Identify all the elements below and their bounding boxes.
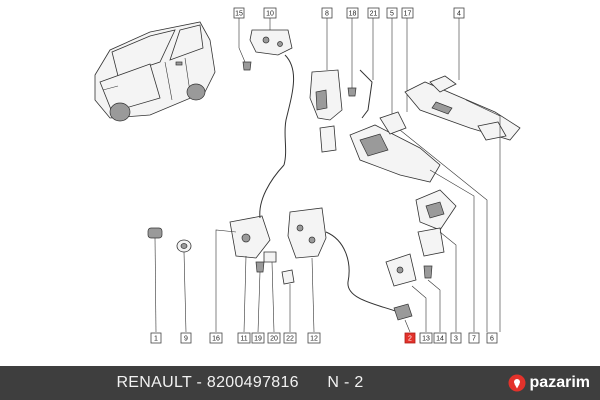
callout-20: 20 [267, 332, 281, 344]
svg-text:10: 10 [266, 11, 274, 18]
parts-diagram: 15 10 8 18 21 5 17 4 [94, 7, 521, 344]
callout-2-highlighted: 2 [404, 332, 416, 344]
watermark-text: pazarim [529, 374, 590, 391]
map-pin-icon [508, 374, 526, 392]
rod-end-part-2 [393, 303, 413, 321]
svg-text:7: 7 [472, 336, 476, 343]
callout-8: 8 [321, 7, 333, 19]
svg-text:6: 6 [490, 336, 494, 343]
striker-part-3 [417, 227, 445, 257]
svg-text:16: 16 [212, 336, 220, 343]
bracket-part-13 [385, 253, 417, 287]
svg-text:19: 19 [254, 336, 262, 343]
callout-21: 21 [367, 7, 380, 19]
sliding-lock-part [229, 215, 271, 259]
callout-7: 7 [468, 332, 480, 344]
svg-text:11: 11 [240, 336, 247, 343]
callout-15: 15 [233, 7, 245, 19]
inner-handle-part [349, 111, 441, 183]
part-caption: RENAULT - 8200497816 N - 2 [0, 366, 480, 400]
callout-10: 10 [263, 7, 277, 19]
callout-18: 18 [346, 7, 359, 19]
callout-17: 17 [401, 7, 414, 19]
handle-bezel-part-6 [415, 189, 457, 231]
part-number: 8200497816 [206, 374, 299, 391]
svg-text:15: 15 [235, 11, 243, 18]
callout-22: 22 [283, 332, 297, 344]
svg-text:9: 9 [184, 336, 188, 343]
bush-part-1 [147, 227, 163, 239]
grommet-part-9 [176, 239, 192, 253]
svg-text:17: 17 [404, 11, 412, 18]
callout-11: 11 [237, 332, 251, 344]
svg-text:12: 12 [310, 336, 318, 343]
small-clip-19 [255, 261, 265, 273]
svg-text:4: 4 [457, 11, 461, 18]
callout-6: 6 [486, 332, 498, 344]
svg-text:18: 18 [349, 11, 357, 18]
callout-4: 4 [453, 7, 465, 19]
callout-14: 14 [433, 332, 447, 344]
caption-separator: - [191, 374, 207, 391]
svg-text:8: 8 [325, 11, 329, 18]
svg-text:1: 1 [154, 336, 158, 343]
vehicle-illustration [94, 21, 216, 122]
svg-text:2: 2 [408, 336, 412, 343]
callout-9: 9 [180, 332, 192, 344]
small-clip-20 [263, 251, 277, 263]
screw-part [242, 61, 252, 71]
callout-12: 12 [307, 332, 321, 344]
caption-bar: RENAULT - 8200497816 N - 2 pazarim [0, 366, 600, 400]
screw-part-14 [423, 265, 433, 279]
outer-handle-part [404, 75, 521, 141]
svg-text:5: 5 [390, 11, 394, 18]
watermark-logo: pazarim [508, 372, 590, 394]
callout-5: 5 [386, 7, 398, 19]
rod-part [359, 69, 373, 119]
hinge-bracket-part [249, 29, 293, 56]
callout-16: 16 [209, 332, 223, 344]
svg-text:14: 14 [436, 336, 444, 343]
callout-1: 1 [150, 332, 162, 344]
callout-13: 13 [419, 332, 433, 344]
inner-handle-bracket-part [309, 69, 343, 153]
svg-text:13: 13 [422, 336, 430, 343]
svg-text:3: 3 [454, 336, 458, 343]
brand-label: RENAULT [116, 374, 192, 391]
lock-actuator-part [287, 207, 327, 259]
small-clip-22 [281, 269, 295, 285]
callout-3: 3 [450, 332, 462, 344]
svg-text:22: 22 [286, 336, 294, 343]
callout-19: 19 [251, 332, 265, 344]
svg-text:21: 21 [370, 11, 378, 18]
position-label: N - 2 [327, 374, 364, 391]
caption-gap [299, 374, 327, 391]
svg-text:20: 20 [270, 336, 278, 343]
